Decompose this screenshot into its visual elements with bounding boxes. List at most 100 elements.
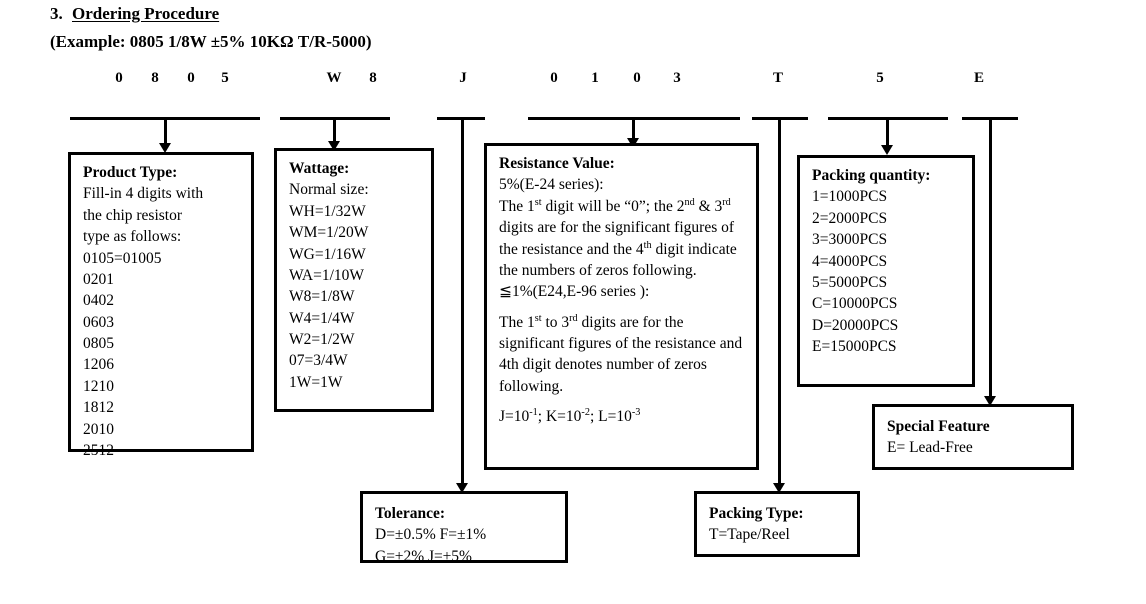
resistance-text: digit indicate the numbers of zeros foll… — [499, 240, 737, 279]
arrowhead-packing-type — [773, 483, 785, 493]
spacer — [499, 397, 746, 406]
box-wattage-line: WA=1/10W — [289, 266, 365, 284]
box-packing-quantity-line: 2=2000PCS — [812, 209, 888, 227]
box-packing-quantity-line: 4=4000PCS — [812, 252, 888, 270]
box-packing-quantity: Packing quantity: 1=1000PCS 2=2000PCS 3=… — [797, 155, 975, 387]
box-wattage-line: W2=1/2W — [289, 331, 355, 348]
box-wattage-line: WH=1/32W — [289, 202, 366, 220]
section-number: 3. — [50, 4, 63, 23]
box-wattage-line: WM=1/20W — [289, 224, 369, 242]
box-packing-type-title: Packing Type: — [709, 505, 804, 522]
box-packing-quantity-line: D=20000PCS — [812, 316, 899, 334]
box-tolerance-title: Tolerance: — [375, 505, 446, 522]
box-product-type-line: 0105=01005 — [83, 249, 162, 267]
page-title: Ordering Procedure — [72, 4, 220, 23]
code-char-product-type-4: 5 — [221, 70, 229, 86]
box-packing-quantity-line: 5=5000PCS — [812, 273, 888, 291]
resistance-text: to 3 — [541, 313, 570, 331]
box-packing-quantity-line: 3=3000PCS — [812, 231, 888, 249]
box-resistance-desc-5pct: The 1st digit will be “0”; the 2nd & 3rd… — [499, 196, 746, 282]
box-special-feature-line: E= Lead-Free — [887, 439, 973, 457]
box-resistance-series-5pct: 5%(E-24 series): — [499, 176, 604, 194]
box-packing-quantity-line: E=15000PCS — [812, 338, 897, 355]
box-product-type-line: 0201 — [83, 270, 114, 288]
box-product-type-line: the chip resistor — [83, 206, 183, 224]
resistance-text: The 1 — [499, 313, 535, 331]
code-char-packing-type-1: T — [772, 70, 783, 86]
connector-line-wattage — [333, 117, 336, 143]
box-packing-type: Packing Type: T=Tape/Reel — [694, 491, 860, 557]
code-char-resistance-3: 0 — [633, 70, 641, 86]
ordinal-sup: th — [643, 239, 652, 251]
box-wattage-line: W8=1/8W — [289, 288, 355, 306]
box-resistance-multipliers: J=10-1; K=10-2; L=10-3 — [499, 406, 746, 427]
box-product-type-line: 0805 — [83, 335, 114, 352]
connector-line-resistance — [632, 117, 635, 140]
box-product-type-line: 1206 — [83, 356, 114, 374]
example-part-number: (Example: 0805 1/8W ±5% 10KΩ T/R-5000) — [50, 32, 372, 51]
box-tolerance-line: G=±2% J=±5% — [375, 547, 472, 565]
box-packing-quantity-line: C=10000PCS — [812, 295, 898, 313]
box-product-type-title: Product Type: — [83, 164, 178, 181]
code-char-resistance-2: 1 — [591, 70, 599, 86]
resistance-text: digit will be “0”; the 2 — [541, 197, 685, 215]
box-wattage-line: W4=1/4W — [289, 309, 355, 327]
box-product-type-line: 0603 — [83, 313, 114, 331]
code-char-resistance-4: 3 — [673, 70, 681, 86]
box-wattage: Wattage: Normal size: WH=1/32W WM=1/20W … — [274, 148, 434, 412]
resistance-text: & 3 — [694, 197, 723, 215]
arrowhead-product-type — [159, 143, 171, 153]
resistance-text: digits are for the significant figures o… — [499, 313, 743, 395]
box-resistance-title: Resistance Value: — [499, 155, 615, 172]
box-special-feature: Special Feature E= Lead-Free — [872, 404, 1074, 470]
connector-line-tolerance — [461, 117, 464, 485]
box-resistance-value: Resistance Value: 5%(E-24 series): The 1… — [484, 143, 759, 470]
ordinal-sup: st — [534, 312, 542, 324]
exponent-sup: -3 — [631, 406, 641, 418]
box-resistance-series-1pct: ≦1%(E24,E-96 series ): — [499, 283, 650, 301]
multiplier-text: J=10 — [499, 408, 530, 426]
box-wattage-line: 1W=1W — [289, 373, 343, 391]
box-wattage-title: Wattage: — [289, 160, 350, 177]
box-packing-quantity-line: 1=1000PCS — [812, 188, 888, 206]
arrowhead-tolerance — [456, 483, 468, 493]
box-product-type: Product Type: Fill-in 4 digits with the … — [68, 152, 254, 459]
box-packing-type-line: T=Tape/Reel — [709, 526, 790, 544]
code-char-product-type-3: 0 — [187, 70, 195, 86]
code-char-product-type-2: 8 — [151, 70, 159, 86]
resistance-text: digits are for the significant figures o… — [499, 219, 735, 258]
ordinal-sup: rd — [569, 312, 578, 324]
multiplier-text: ; L=10 — [589, 408, 632, 426]
arrowhead-packing-quantity — [881, 145, 893, 155]
multiplier-text: ; K=10 — [537, 408, 582, 426]
resistance-text: The 1 — [499, 197, 535, 215]
code-char-wattage-2: 8 — [369, 70, 377, 86]
box-wattage-line: 07=3/4W — [289, 352, 348, 370]
code-char-tolerance-1: J — [459, 70, 467, 86]
code-char-packing-quantity-1: 5 — [876, 70, 884, 86]
code-char-product-type-1: 0 — [115, 70, 123, 86]
box-product-type-line: 0402 — [83, 292, 114, 310]
connector-line-product-type — [164, 117, 167, 145]
box-product-type-line: 1812 — [83, 399, 114, 417]
box-wattage-line: WG=1/16W — [289, 245, 366, 263]
exponent-sup: -1 — [529, 406, 538, 418]
box-wattage-line: Normal size: — [289, 181, 369, 199]
arrowhead-special-feature — [984, 396, 996, 406]
code-char-special-feature-1: E — [973, 70, 984, 86]
box-product-type-line: 2512 — [83, 441, 114, 459]
arrowhead-wattage — [328, 141, 340, 151]
box-tolerance-line: D=±0.5% F=±1% — [375, 526, 487, 544]
box-product-type-line: type as follows: — [83, 228, 182, 246]
box-special-feature-title: Special Feature — [887, 418, 990, 435]
code-char-resistance-1: 0 — [550, 70, 558, 86]
ordinal-sup: rd — [722, 196, 731, 208]
box-tolerance: Tolerance: D=±0.5% F=±1% G=±2% J=±5% — [360, 491, 568, 565]
code-char-wattage-1: W — [326, 70, 342, 86]
box-product-type-line: 2010 — [83, 420, 114, 438]
exponent-sup: -2 — [581, 406, 590, 418]
connector-line-special-feature — [989, 117, 992, 398]
connector-line-packing-quantity — [886, 117, 889, 147]
spacer — [499, 303, 746, 312]
